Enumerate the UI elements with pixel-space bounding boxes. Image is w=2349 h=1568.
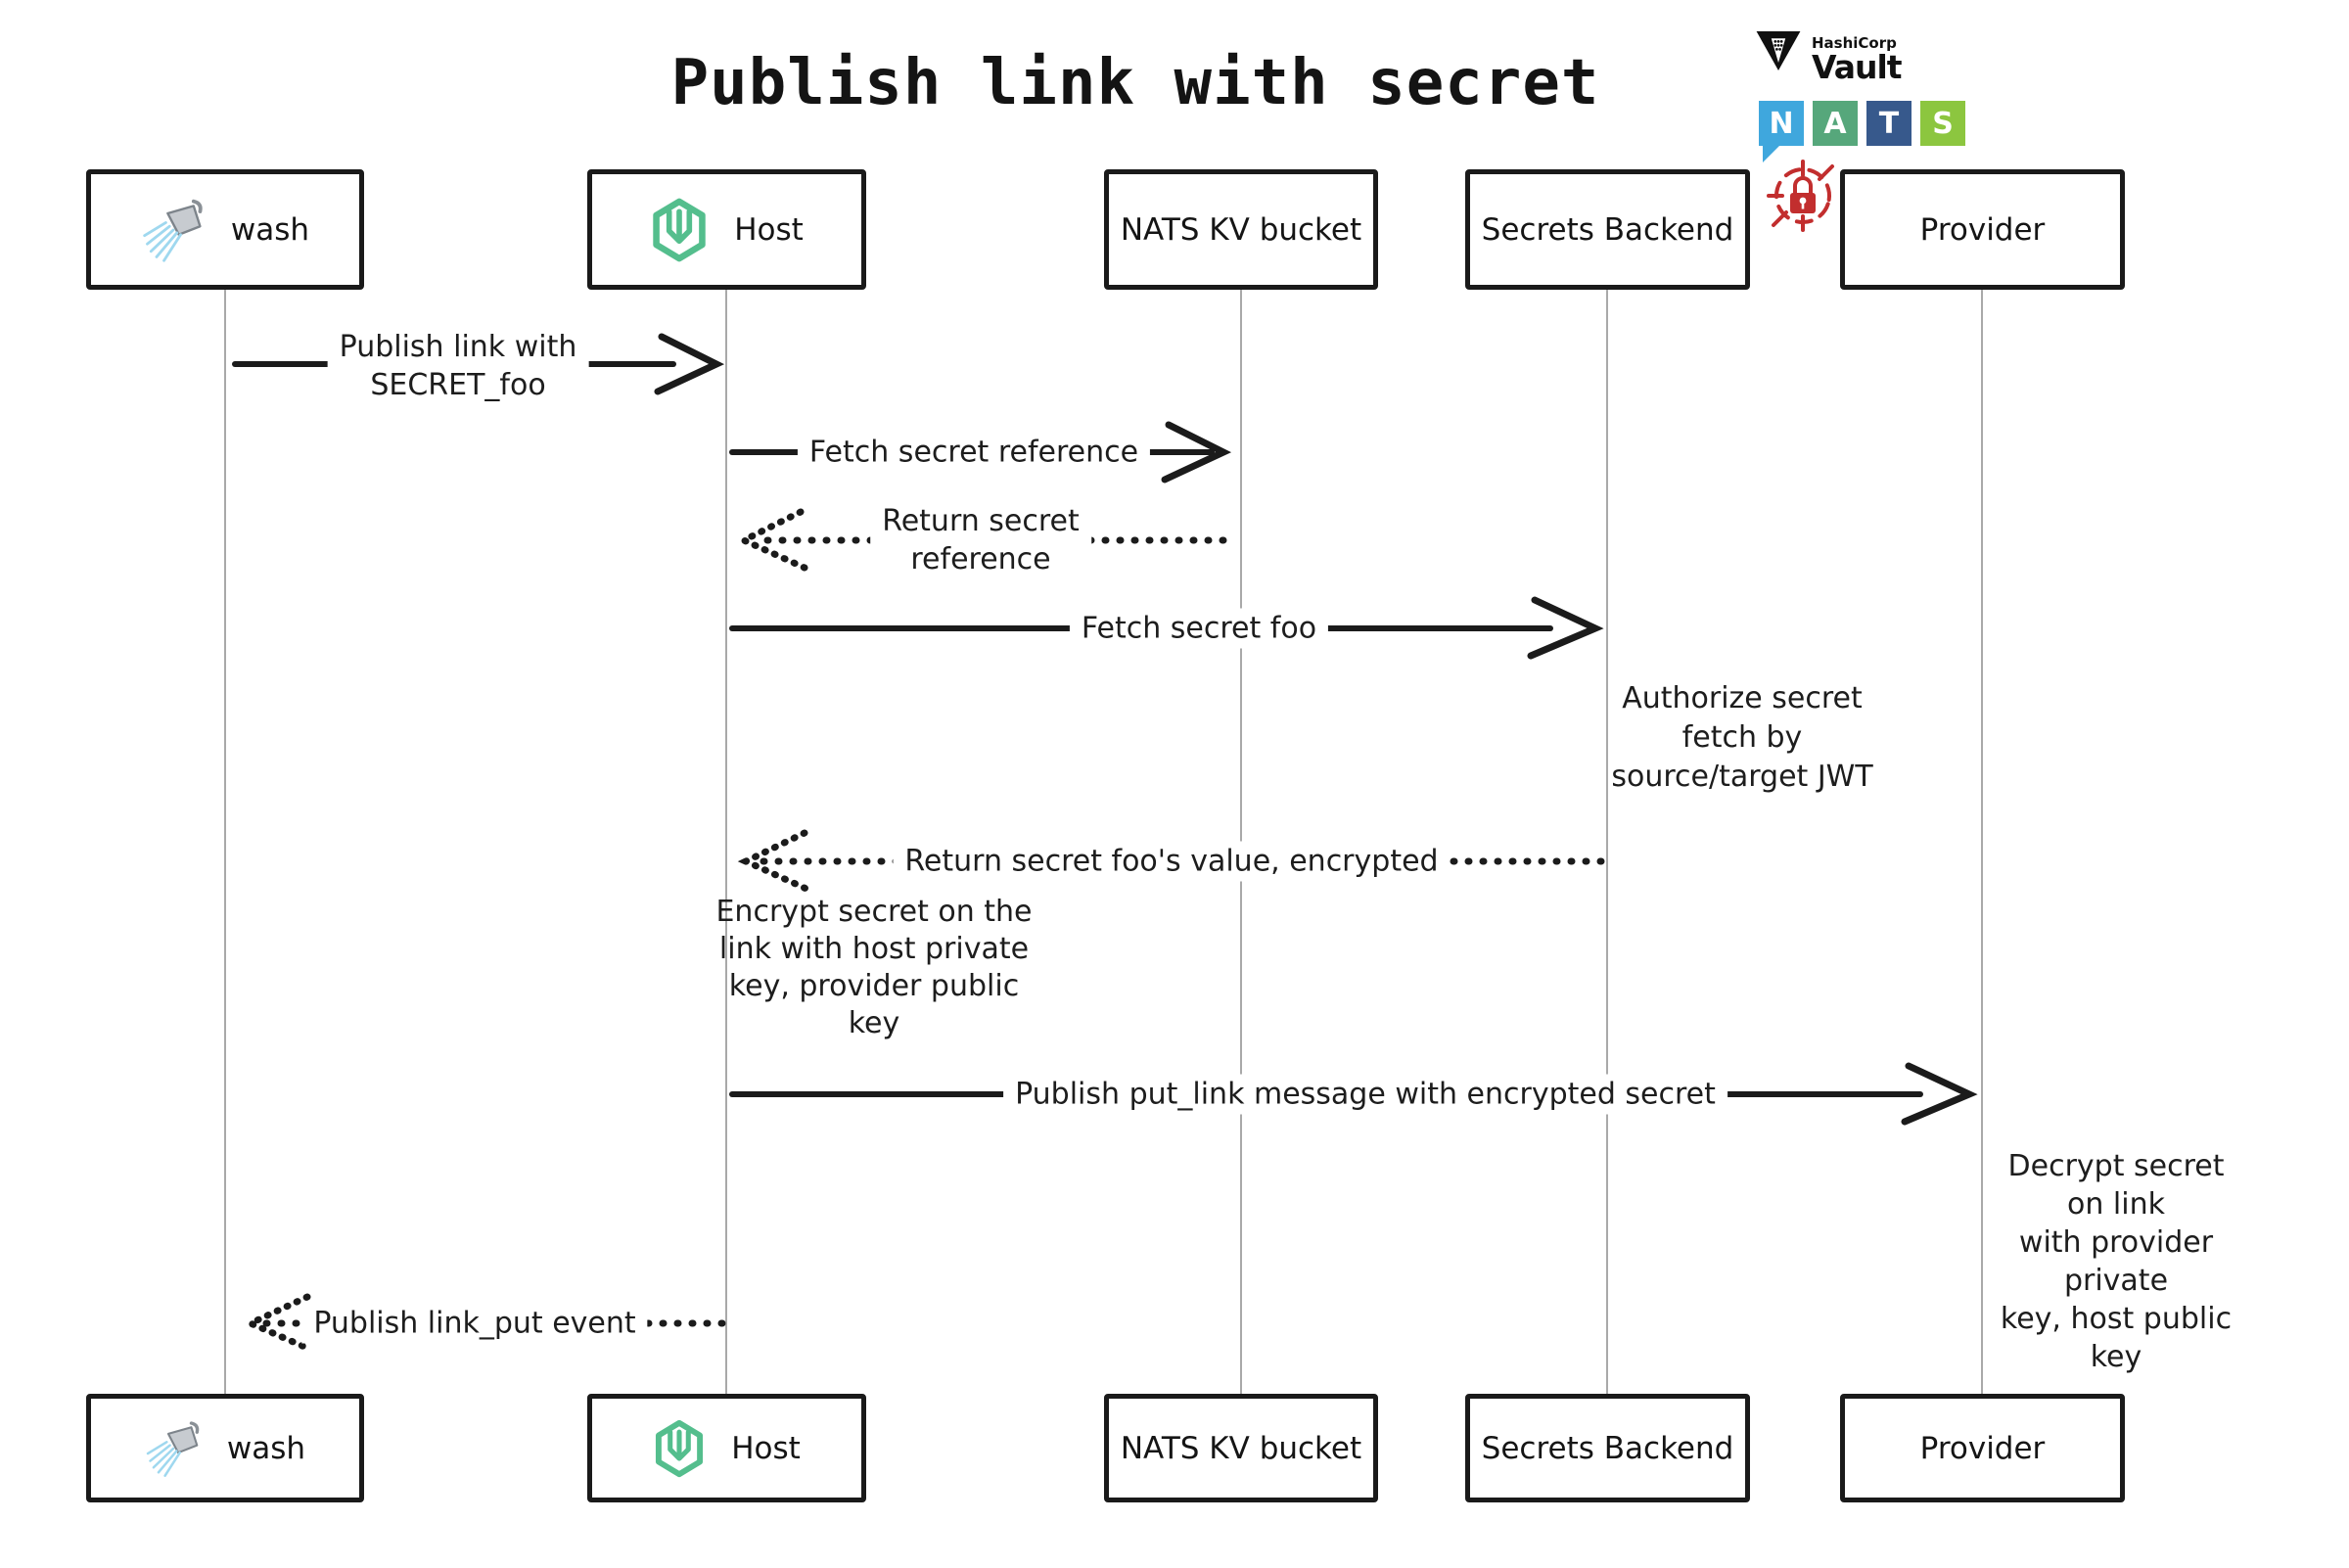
actor-label: wash xyxy=(226,1430,306,1466)
nats-letter-s: S xyxy=(1920,101,1965,146)
actor-box-wash-top: wash xyxy=(86,169,364,290)
actor-box-nats-kv-top: NATS KV bucket xyxy=(1104,169,1378,290)
vault-product-label: Vault xyxy=(1812,48,1903,86)
actor-box-secrets-backend-bottom: Secrets Backend xyxy=(1465,1394,1750,1502)
note-authorize: Authorize secret fetch by source/target … xyxy=(1611,681,1873,794)
nats-letter-t: T xyxy=(1866,101,1911,146)
actor-label: NATS KV bucket xyxy=(1120,1430,1362,1466)
wasmcloud-icon xyxy=(650,198,709,262)
message-return-secret-reference: Return secret reference xyxy=(870,501,1091,579)
actor-label: wash xyxy=(230,211,310,248)
wasmcloud-icon xyxy=(653,1419,706,1478)
actor-box-wash-bottom: wash xyxy=(86,1394,364,1502)
message-fetch-secret-foo: Fetch secret foo xyxy=(1069,608,1329,649)
shower-icon xyxy=(145,1418,202,1479)
page-title: Publish link with secret xyxy=(670,47,1600,119)
shower-icon xyxy=(141,196,206,264)
vault-logo: HashiCorp Vault xyxy=(1755,29,1903,86)
actor-box-secrets-backend-top: Secrets Backend xyxy=(1465,169,1750,290)
message-fetch-secret-reference: Fetch secret reference xyxy=(797,432,1151,473)
actor-label: Host xyxy=(731,1430,801,1466)
note-encrypt: Encrypt secret on the link with host pri… xyxy=(715,895,1033,1040)
vault-triangle-icon xyxy=(1756,31,1801,70)
actor-box-provider-bottom: Provider xyxy=(1840,1394,2125,1502)
actor-label: Secrets Backend xyxy=(1481,211,1734,248)
note-decrypt: Decrypt secret on link with provider pri… xyxy=(2000,1149,2233,1374)
actor-box-nats-kv-bottom: NATS KV bucket xyxy=(1104,1394,1378,1502)
actor-label: Secrets Backend xyxy=(1481,1430,1734,1466)
actor-box-host-top: Host xyxy=(587,169,866,290)
secret-lock-icon xyxy=(1767,160,1834,232)
nats-letter-n: N xyxy=(1759,101,1804,146)
nats-logo: N A T S xyxy=(1759,101,1965,146)
actor-label: Host xyxy=(734,211,804,248)
actor-box-provider-top: Provider xyxy=(1840,169,2125,290)
nats-letter-a: A xyxy=(1813,101,1858,146)
actor-label: Provider xyxy=(1919,211,2046,248)
nats-bubble-tail xyxy=(1763,146,1779,162)
message-publish-put-link: Publish put_link message with encrypted … xyxy=(1003,1074,1727,1115)
actor-label: NATS KV bucket xyxy=(1120,211,1362,248)
message-publish-link: Publish link with SECRET_foo xyxy=(327,327,589,405)
message-publish-link-put-event: Publish link_put event xyxy=(301,1303,648,1344)
message-return-secret-value: Return secret foo's value, encrypted xyxy=(893,841,1451,882)
vault-company-label: HashiCorp xyxy=(1812,34,1897,52)
actor-label: Provider xyxy=(1919,1430,2046,1466)
actor-box-host-bottom: Host xyxy=(587,1394,866,1502)
